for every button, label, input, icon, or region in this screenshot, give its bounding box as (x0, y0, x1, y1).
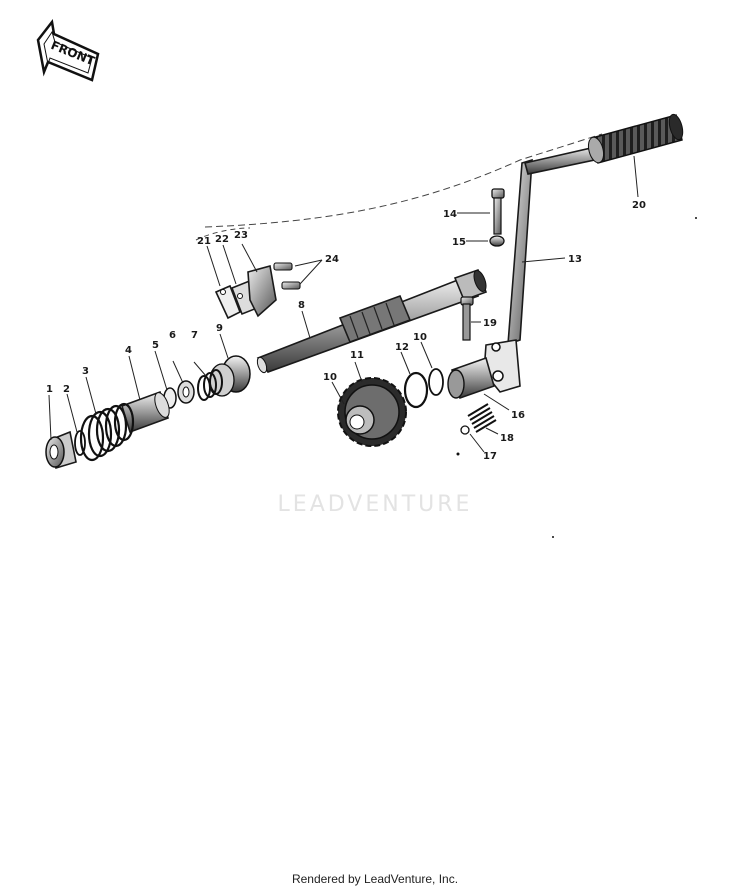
callout-12: 12 (395, 342, 409, 353)
callout-21: 21 (197, 236, 211, 247)
watermark: LEADVENTURE (277, 492, 473, 517)
kick-pedal-arm (483, 145, 606, 393)
callout-4: 4 (125, 345, 132, 356)
return-spring (79, 402, 135, 462)
callout-10-left: 10 (323, 372, 337, 383)
callout-17: 17 (483, 451, 497, 462)
pedal-bolt (491, 188, 505, 235)
callout-2: 2 (63, 384, 70, 395)
footer-credit: Rendered by LeadVenture, Inc. (291, 872, 459, 886)
spring-cap (45, 430, 77, 470)
callout-8: 8 (298, 300, 305, 311)
callout-1: 1 (46, 384, 53, 395)
front-arrow-badge: FRONT (36, 18, 100, 82)
callout-11: 11 (350, 350, 364, 361)
phantom-outline (204, 133, 603, 228)
detent-spring (467, 403, 497, 433)
callout-14: 14 (443, 209, 457, 220)
pedal-boss (447, 356, 495, 400)
callout-23: 23 (234, 230, 248, 241)
callout-9: 9 (216, 323, 223, 334)
pedal-clamp-bolt (460, 296, 474, 341)
callout-16: 16 (511, 410, 525, 421)
washer-12 (403, 371, 429, 409)
kick-shaft (256, 268, 488, 374)
callout-20: 20 (632, 200, 646, 211)
callout-3: 3 (82, 366, 89, 377)
pedal-nut (489, 235, 505, 247)
callout-18: 18 (500, 433, 514, 444)
circlip-10 (428, 368, 444, 396)
callout-7: 7 (191, 330, 198, 341)
spring-guide-collar (121, 390, 170, 434)
callout-22: 22 (215, 234, 229, 245)
callout-15: 15 (452, 237, 466, 248)
callout-labels: 1 2 3 4 5 6 7 8 9 10 10 11 12 13 14 15 1… (46, 200, 646, 462)
stopper-plates (214, 264, 277, 320)
leader-lines (48, 155, 639, 453)
callout-13: 13 (568, 254, 582, 265)
stopper-screws (273, 262, 301, 290)
callout-10-right: 10 (413, 332, 427, 343)
callout-6: 6 (169, 330, 176, 341)
callout-24: 24 (325, 254, 339, 265)
callout-19: 19 (483, 318, 497, 329)
detent-ball (460, 425, 470, 435)
kick-pedal-grip (587, 113, 684, 164)
kick-gear (337, 377, 407, 447)
ratchet-spring (197, 369, 223, 401)
circlip (74, 430, 86, 456)
callout-5: 5 (152, 340, 159, 351)
